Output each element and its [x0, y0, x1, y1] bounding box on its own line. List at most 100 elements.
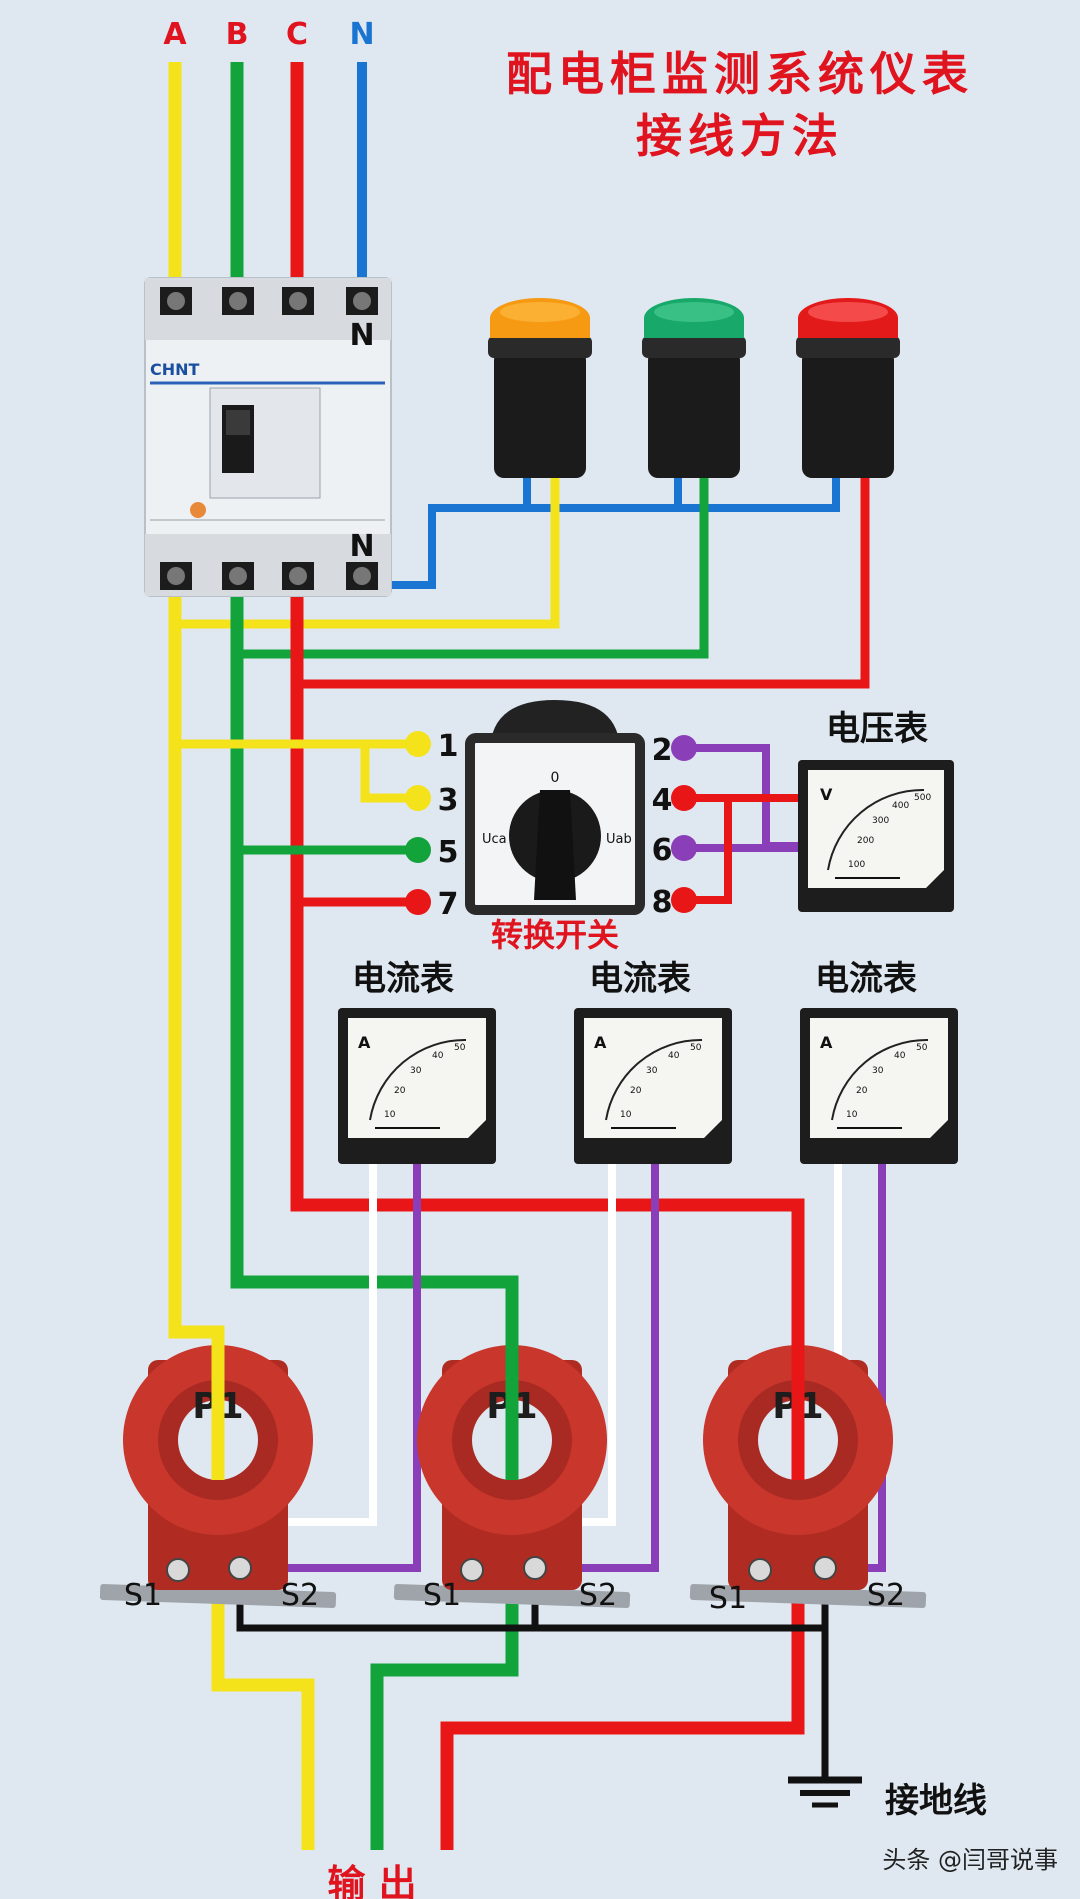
ct-3-s1: S1 [709, 1581, 747, 1616]
voltmeter: V 100 200 300 400 500 [798, 760, 954, 912]
switch-terminal-5[interactable] [405, 837, 431, 863]
ammeter-3: A 10 20 30 40 50 [800, 1008, 958, 1164]
voltmeter-scale-200: 200 [857, 836, 874, 846]
wire-c-out [440, 1600, 805, 1850]
ct-2-s1: S1 [423, 1578, 461, 1613]
wire-lamp-green [237, 475, 709, 659]
switch-terminal-label-5: 5 [438, 835, 459, 870]
wires [168, 62, 886, 1850]
phase-label-a: A [163, 17, 187, 52]
wire-switch-3 [360, 744, 418, 803]
breaker-neutral-top: N [349, 318, 374, 353]
ammeter-1-title: 电流表 [352, 959, 454, 999]
wire-neutral-lamps [362, 475, 840, 589]
voltmeter-scale-500: 500 [914, 793, 931, 803]
switch-terminal-label-7: 7 [438, 887, 459, 922]
ammeter-3-unit: A [820, 1033, 833, 1052]
ammeter-1-group: 电流表 A 10 20 30 40 50 [338, 959, 496, 1164]
ct-2-s2: S2 [579, 1578, 617, 1613]
switch-terminal-label-8: 8 [652, 885, 673, 920]
switch-terminal-8[interactable] [671, 887, 697, 913]
wire-b-out [370, 1600, 519, 1850]
ammeter-3-scale-40: 40 [894, 1051, 906, 1061]
title-line-2: 接线方法 [636, 109, 844, 163]
wire-a-out [211, 1600, 315, 1850]
ammeter-3-group: 电流表 A 10 20 30 40 50 [800, 959, 958, 1164]
switch-knob[interactable] [534, 790, 576, 900]
voltmeter-unit: V [820, 785, 833, 804]
ammeter-2-title: 电流表 [589, 959, 691, 999]
output-label: 输 出 [327, 1862, 416, 1899]
voltmeter-scale-300: 300 [872, 816, 889, 826]
ground-label: 接地线 [885, 1781, 987, 1821]
indicator-lamp-green [642, 298, 746, 478]
switch-label-right: Uab [606, 832, 632, 847]
watermark: 头条 @闫哥说事 [882, 1846, 1058, 1874]
switch-zero: 0 [551, 770, 560, 786]
switch-terminal-7[interactable] [405, 889, 431, 915]
breaker-top-terminals [160, 287, 378, 315]
ground-icon [788, 1776, 862, 1808]
breaker-neutral-bottom: N [349, 529, 374, 564]
ct-2-terminal-s2[interactable] [523, 1556, 547, 1580]
ct-1-s2: S2 [281, 1578, 319, 1613]
indicator-lamp-red [796, 298, 900, 478]
switch-terminal-6[interactable] [671, 835, 697, 861]
switch-terminal-label-2: 2 [652, 733, 673, 768]
ammeter-1-scale-10: 10 [384, 1110, 396, 1120]
wire-lamp-red [297, 475, 870, 689]
phase-label-b: B [226, 17, 249, 52]
ammeter-3-scale-20: 20 [856, 1086, 868, 1096]
ammeter-2-scale-40: 40 [668, 1051, 680, 1061]
ct-1-terminal-s1[interactable] [166, 1558, 190, 1582]
indicator-lamp-yellow [488, 298, 592, 478]
wire-ct1-s2 [240, 1160, 421, 1572]
ct-3-s2: S2 [867, 1578, 905, 1613]
voltmeter-title: 电压表 [826, 709, 928, 749]
switch-terminal-label-1: 1 [438, 729, 459, 764]
ct-2-terminal-s1[interactable] [460, 1558, 484, 1582]
ammeter-1-scale-20: 20 [394, 1086, 406, 1096]
switch-terminal-label-4: 4 [652, 783, 673, 818]
switch-terminal-label-3: 3 [438, 783, 459, 818]
switch-caption: 转换开关 [491, 916, 619, 954]
current-transformer-3: P1 S1 S2 [689, 1345, 927, 1616]
ammeter-3-scale-30: 30 [872, 1066, 884, 1076]
breaker-bottom-terminals [160, 562, 378, 590]
ammeter-3-scale-50: 50 [916, 1043, 928, 1053]
breaker-brand: CHNT [150, 360, 200, 379]
ammeter-2-scale-20: 20 [630, 1086, 642, 1096]
switch-terminal-1[interactable] [405, 731, 431, 757]
voltmeter-scale-400: 400 [892, 801, 909, 811]
ammeter-2-scale-10: 10 [620, 1110, 632, 1120]
ct-3-terminal-s1[interactable] [748, 1558, 772, 1582]
phase-label-c: C [286, 17, 308, 52]
ammeter-2-group: 电流表 A 10 20 30 40 50 [574, 959, 732, 1164]
phase-label-n: N [349, 17, 374, 52]
ammeter-1-scale-30: 30 [410, 1066, 422, 1076]
ammeter-3-title: 电流表 [815, 959, 917, 999]
switch-terminal-2[interactable] [671, 735, 697, 761]
title-line-1: 配电柜监测系统仪表 [506, 47, 974, 101]
wire-switch-8 [684, 798, 732, 904]
ammeter-2: A 10 20 30 40 50 [574, 1008, 732, 1164]
ammeter-1-scale-50: 50 [454, 1043, 466, 1053]
ct-1-terminal-s2[interactable] [228, 1556, 252, 1580]
ammeter-1-scale-40: 40 [432, 1051, 444, 1061]
ammeter-2-scale-30: 30 [646, 1066, 658, 1076]
circuit-breaker: N CHNT N [144, 277, 392, 597]
ammeter-2-unit: A [594, 1033, 607, 1052]
ammeter-2-scale-50: 50 [690, 1043, 702, 1053]
ct-1-s1: S1 [124, 1578, 162, 1613]
ammeter-3-scale-10: 10 [846, 1110, 858, 1120]
switch-terminal-4[interactable] [671, 785, 697, 811]
switch-terminal-3[interactable] [405, 785, 431, 811]
voltmeter-scale-100: 100 [848, 860, 865, 870]
ct-3-terminal-s2[interactable] [813, 1556, 837, 1580]
ammeter-1-unit: A [358, 1033, 371, 1052]
switch-label-left: Uca [482, 832, 507, 847]
ammeter-1: A 10 20 30 40 50 [338, 1008, 496, 1164]
changeover-switch: 0 Uca Uab [465, 700, 645, 915]
